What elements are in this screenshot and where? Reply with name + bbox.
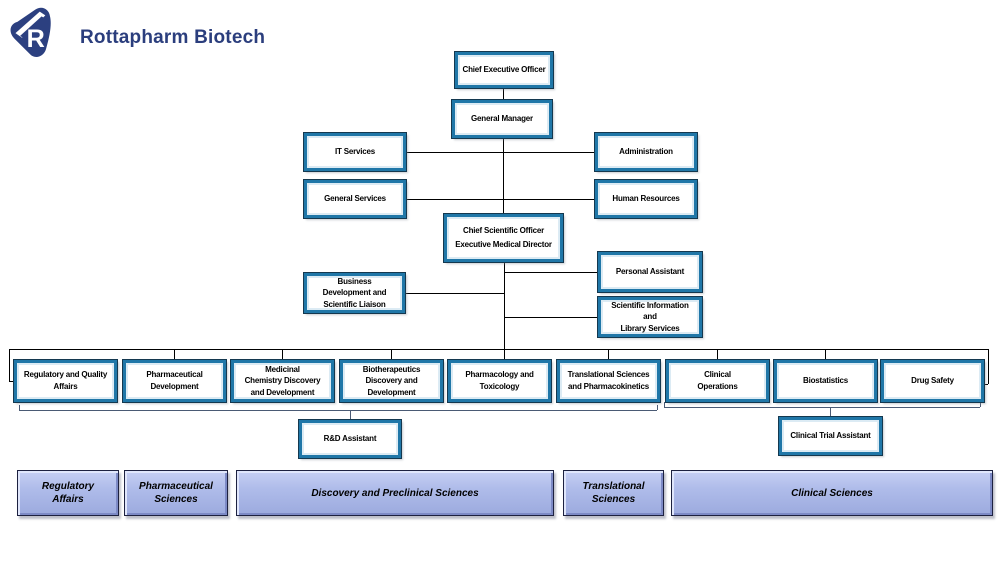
node-translational-sciences-pk: Translational Sciences and Pharmacokinet… [556,359,661,403]
connector-line [406,199,595,200]
company-title: Rottapharm Biotech [80,27,266,48]
band-regulatory-affairs: Regulatory Affairs [17,470,119,516]
connector-line [608,349,609,360]
logo-letter: R [27,25,45,53]
node-pharmacology-toxicology: Pharmacology and Toxicology [447,359,552,403]
bracket-line [350,410,351,420]
node-human-resources: Human Resources [594,179,698,219]
connector-line [282,349,283,360]
connector-line [9,349,10,381]
connector-line [504,262,505,360]
connector-line [825,349,826,360]
band-translational-sciences: Translational Sciences [563,470,664,516]
band-discovery-preclinical-sciences: Discovery and Preclinical Sciences [236,470,554,516]
node-rd-assistant: R&D Assistant [298,419,402,459]
band-pharmaceutical-sciences: Pharmaceutical Sciences [124,470,228,516]
bracket-line [19,405,20,410]
band-clinical-sciences: Clinical Sciences [671,470,993,516]
rottapharm-logo-icon: R [10,7,51,57]
connector-line [503,88,504,100]
node-it-services: IT Services [303,132,407,172]
connector-line [9,349,988,350]
node-pharmaceutical-development: Pharmaceutical Development [122,359,227,403]
node-general-manager: General Manager [451,99,553,139]
connector-line [504,272,598,273]
connector-line [717,349,718,360]
node-biotherapeutics: Biotherapeutics Discovery and Developmen… [339,359,444,403]
node-drug-safety: Drug Safety [880,359,985,403]
bracket-line [657,405,658,410]
connector-line [174,349,175,360]
bracket-line [664,402,665,407]
connector-line [503,138,504,214]
bracket-line [830,407,831,417]
connector-line [983,384,988,385]
node-personal-assistant: Personal Assistant [597,251,703,293]
node-chief-scientific-officer: Chief Scientific Officer Executive Medic… [443,213,564,263]
bracket-line [19,410,657,411]
node-medicinal-chemistry: Medicinal Chemistry Discovery and Develo… [230,359,335,403]
connector-line [988,349,989,384]
node-regulatory-quality-affairs: Regulatory and Quality Affairs [13,359,118,403]
connector-line [391,349,392,360]
bracket-line [980,402,981,407]
node-clinical-operations: Clinical Operations [665,359,770,403]
node-clinical-trial-assistant: Clinical Trial Assistant [778,416,883,456]
node-administration: Administration [594,132,698,172]
node-chief-executive-officer: Chief Executive Officer [454,51,554,89]
node-biostatistics: Biostatistics [773,359,878,403]
bracket-line [664,407,980,408]
node-business-development: Business Development and Scientific Liai… [303,272,406,314]
connector-line [504,317,598,318]
connector-line [405,293,504,294]
node-general-services: General Services [303,179,407,219]
connector-line [9,381,14,382]
node-scientific-information: Scientific Information and Library Servi… [597,296,703,338]
connector-line [406,152,595,153]
